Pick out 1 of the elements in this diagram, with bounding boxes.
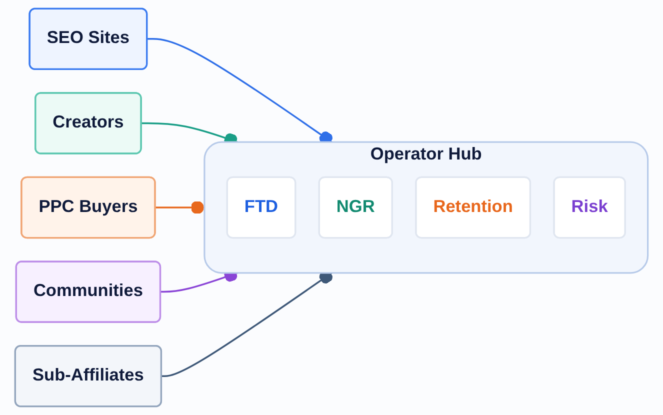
connector — [154, 200, 204, 214]
